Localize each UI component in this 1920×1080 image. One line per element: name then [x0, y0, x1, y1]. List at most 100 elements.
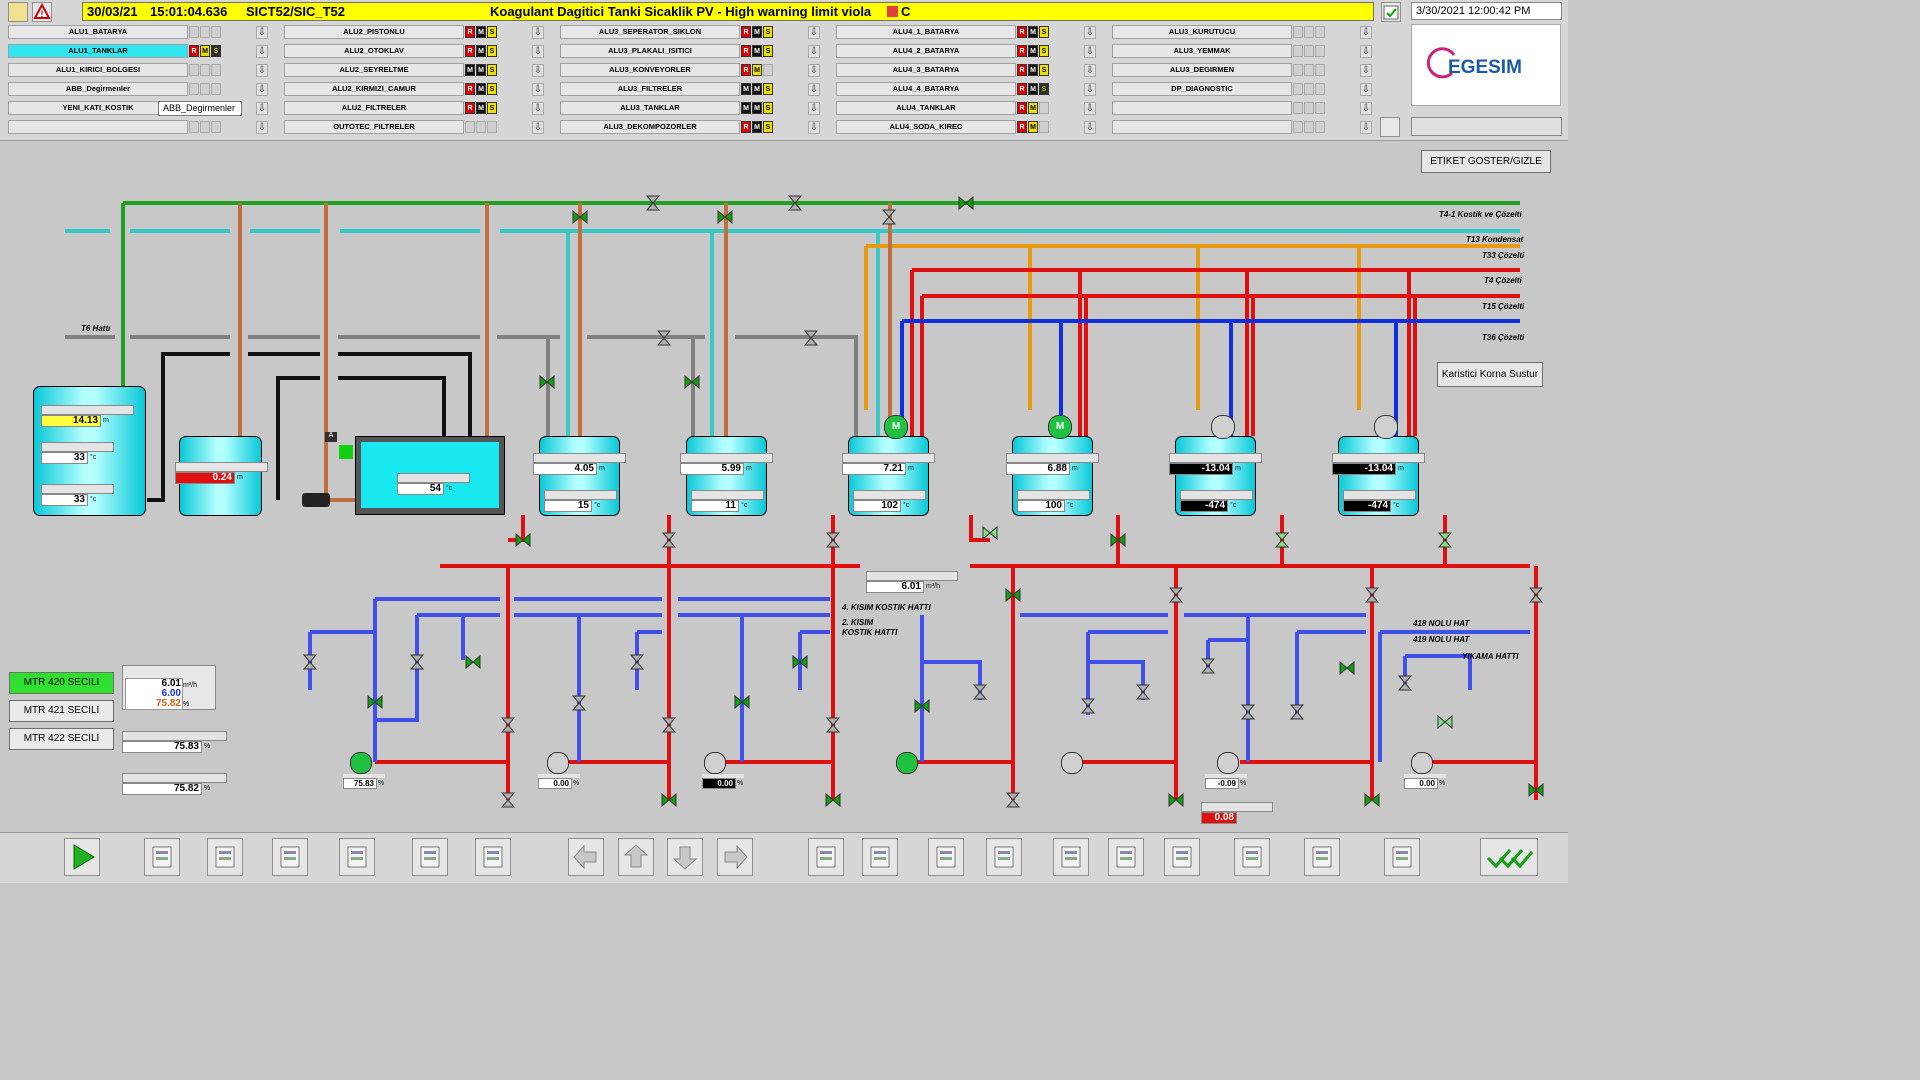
play-icon[interactable]	[64, 838, 100, 876]
down-arrow-icon[interactable]: ⇩	[1084, 64, 1096, 77]
nav-button[interactable]: ALU4_TANKLAR	[836, 101, 1016, 115]
nav-button[interactable]: ALU2_SEYRELTME	[284, 63, 464, 77]
nav-button[interactable]: ALU3_SEPERATOR_SIKLON	[560, 25, 740, 39]
redo-icon[interactable]	[862, 838, 898, 876]
note-icon[interactable]	[207, 838, 243, 876]
down-arrow-icon[interactable]: ⇩	[1360, 121, 1372, 134]
valve-icon[interactable]	[500, 792, 516, 808]
nav-button[interactable]: ALU4_1_BATARYA	[836, 25, 1016, 39]
mtr-421-button[interactable]: MTR 421 SECILI	[9, 700, 114, 722]
pump-display[interactable]: 0.00%	[702, 774, 744, 796]
down-arrow-icon[interactable]: ⇩	[1084, 102, 1096, 115]
down-arrow-icon[interactable]: ⇩	[808, 26, 820, 39]
pump-display[interactable]: -0.09%	[1205, 774, 1247, 796]
down-arrow-icon[interactable]: ⇩	[1084, 26, 1096, 39]
pump-icon[interactable]	[1217, 752, 1239, 774]
valve-icon[interactable]	[803, 330, 819, 346]
tools-icon[interactable]	[144, 838, 180, 876]
valve-icon[interactable]	[717, 209, 733, 225]
nav-button[interactable]: ALU3_DEKOMPOZORLER	[560, 120, 740, 134]
down-arrow-icon[interactable]: ⇩	[1360, 26, 1372, 39]
valve-icon[interactable]	[1364, 792, 1380, 808]
valve-icon[interactable]	[1135, 684, 1151, 700]
down-arrow-icon[interactable]: ⇩	[1360, 102, 1372, 115]
pump-icon[interactable]	[896, 752, 918, 774]
valve-icon[interactable]	[684, 374, 700, 390]
arrow-up-icon[interactable]	[618, 838, 654, 876]
down-arrow-icon[interactable]: ⇩	[256, 83, 268, 96]
pump-icon[interactable]	[350, 752, 372, 774]
tank-1-temp-display-1[interactable]: 33°c	[41, 442, 114, 464]
valve-icon[interactable]	[982, 525, 998, 541]
notepad-icon[interactable]	[8, 2, 28, 22]
down-arrow-icon[interactable]: ⇩	[256, 45, 268, 58]
valve-icon[interactable]	[302, 654, 318, 670]
valve-icon[interactable]	[972, 684, 988, 700]
mixer-motor-icon[interactable]: M	[1048, 415, 1072, 439]
undo-icon[interactable]	[808, 838, 844, 876]
down-arrow-icon[interactable]: ⇩	[532, 121, 544, 134]
tank-7-temp-display[interactable]: 100°c	[1017, 490, 1090, 512]
valve-icon[interactable]	[1274, 532, 1290, 548]
valve-icon[interactable]	[661, 532, 677, 548]
valve-icon[interactable]	[629, 654, 645, 670]
valve-icon[interactable]	[1110, 532, 1126, 548]
pump-icon[interactable]	[547, 752, 569, 774]
down-arrow-icon[interactable]: ⇩	[532, 102, 544, 115]
valve-icon[interactable]	[500, 717, 516, 733]
down-arrow-icon[interactable]: ⇩	[532, 83, 544, 96]
nav-button[interactable]: ALU4_3_BATARYA	[836, 63, 1016, 77]
down-arrow-icon[interactable]: ⇩	[532, 64, 544, 77]
pump-icon[interactable]	[1411, 752, 1433, 774]
tank-8-temp-display[interactable]: -474°c	[1180, 490, 1253, 512]
export-icon[interactable]	[475, 838, 511, 876]
info-icon[interactable]	[1304, 838, 1340, 876]
valve-icon[interactable]	[367, 694, 383, 710]
print-doc-icon[interactable]	[1108, 838, 1144, 876]
nav-button[interactable]: ALU3_KONVEYORLER	[560, 63, 740, 77]
mtr-percent-display-1[interactable]: 75.83%	[122, 731, 227, 753]
tank-9-temp-display[interactable]: -474°c	[1343, 490, 1416, 512]
valve-icon[interactable]	[787, 195, 803, 211]
arrow-right-icon[interactable]	[717, 838, 753, 876]
down-arrow-icon[interactable]: ⇩	[1360, 45, 1372, 58]
etiket-goster-gizle-button[interactable]: ETIKET GOSTER/GIZLE	[1421, 150, 1551, 173]
valve-icon[interactable]	[881, 209, 897, 225]
thermometer-report-icon[interactable]	[412, 838, 448, 876]
valve-icon[interactable]	[734, 694, 750, 710]
down-arrow-icon[interactable]: ⇩	[1360, 64, 1372, 77]
down-arrow-icon[interactable]: ⇩	[1084, 45, 1096, 58]
valve-icon[interactable]	[1005, 587, 1021, 603]
nav-button[interactable]	[1112, 120, 1292, 134]
pump-icon[interactable]	[704, 752, 726, 774]
valve-icon[interactable]	[656, 330, 672, 346]
down-arrow-icon[interactable]: ⇩	[532, 45, 544, 58]
import-icon[interactable]	[928, 838, 964, 876]
valve-icon[interactable]	[1289, 704, 1305, 720]
motor-icon[interactable]	[302, 493, 330, 507]
down-arrow-icon[interactable]: ⇩	[256, 102, 268, 115]
valve-icon[interactable]	[661, 717, 677, 733]
down-arrow-icon[interactable]: ⇩	[256, 121, 268, 134]
valve-icon[interactable]	[465, 654, 481, 670]
down-arrow-icon[interactable]: ⇩	[808, 83, 820, 96]
nav-button[interactable]: ALU4_2_BATARYA	[836, 44, 1016, 58]
tank-4-temp-display[interactable]: 15°c	[544, 490, 617, 512]
nav-button[interactable]	[1112, 101, 1292, 115]
down-arrow-icon[interactable]: ⇩	[256, 64, 268, 77]
down-arrow-icon[interactable]: ⇩	[808, 121, 820, 134]
valve-icon[interactable]	[645, 195, 661, 211]
tank-6-temp-display[interactable]: 102°c	[853, 490, 926, 512]
valve-icon[interactable]	[571, 695, 587, 711]
valve-icon[interactable]	[1528, 587, 1544, 603]
valve-icon[interactable]	[409, 654, 425, 670]
nav-button[interactable]: ABB_Degirmenler	[8, 82, 188, 96]
nav-button[interactable]: ALU1_KIRICI_BOLGESI	[8, 63, 188, 77]
valve-icon[interactable]	[792, 654, 808, 670]
